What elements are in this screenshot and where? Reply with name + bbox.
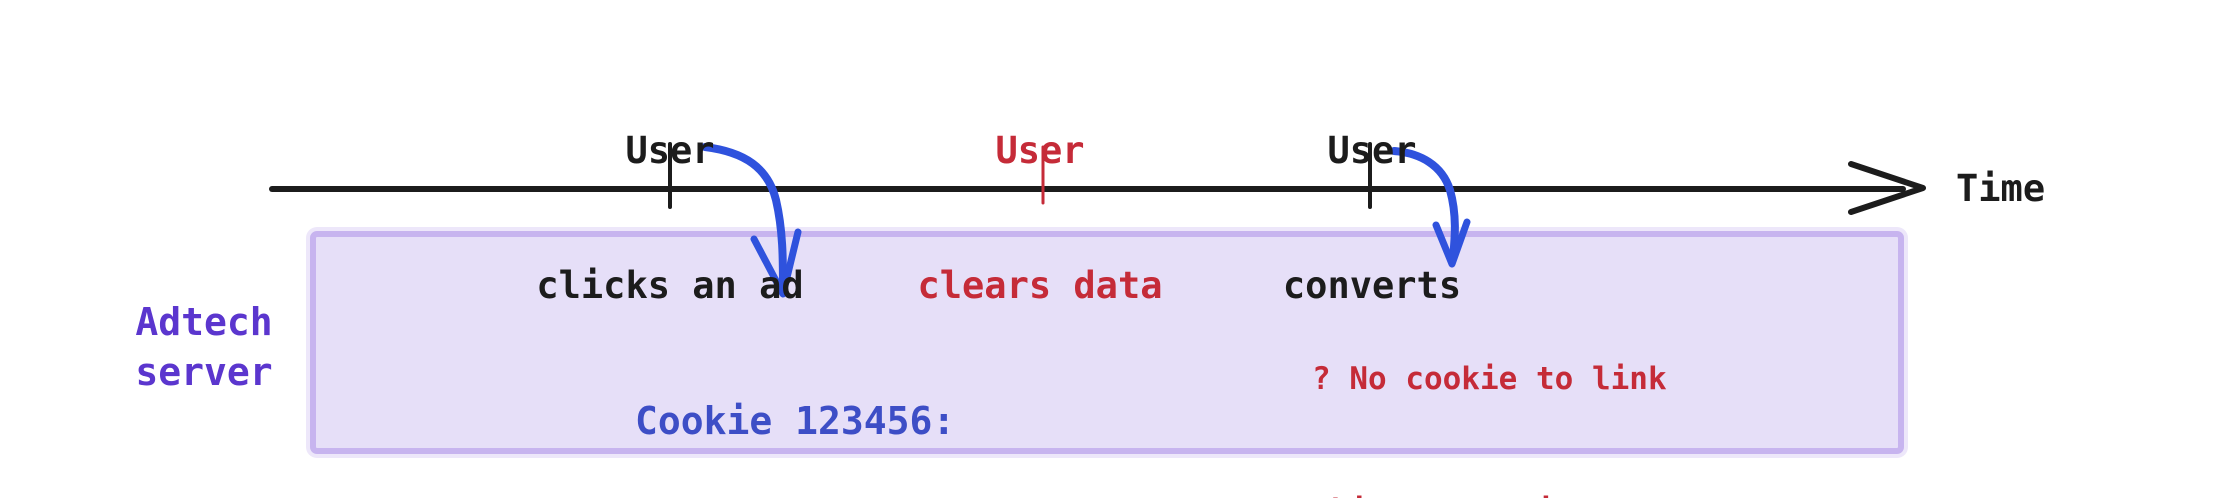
arrow-click-to-cookie-head-icon [750,228,802,298]
time-axis-arrowhead-icon [1848,161,1926,215]
arrow-click-to-cookie [701,143,787,292]
event-label-line: User [1327,129,1417,172]
adtech-server-label-line: Adtech [135,300,273,344]
no-conversion-note-line: ? No cookie to link [1312,361,1667,397]
adtech-server-box [310,231,1904,454]
event-label-line: clears data [917,264,1163,307]
time-axis-label: Time [1956,167,2046,210]
event-label-line: User [995,129,1085,172]
adtech-server-label: Adtech server [54,297,354,397]
arrow-convert-to-server-head-icon [1432,218,1471,268]
cookie-logged-note: Cookie 123456: Ad clicked [635,304,955,498]
arrow-convert-to-server [1390,147,1459,262]
cookie-logged-note-line: Cookie 123456: [635,399,956,443]
event-label-user-clears-data: User clears data [840,38,1240,398]
no-conversion-note-line: this conversion to [1312,489,1667,498]
no-conversion-note: ? No cookie to link this conversion to ⇒… [1312,269,1667,498]
event-label-user-clicks-ad: User clicks an ad [470,38,870,398]
event-label-user-converts: User converts [1172,38,1572,398]
event-label-line: clicks an ad [536,264,804,307]
adtech-server-label-line: server [135,350,273,394]
event-label-line: User [625,129,715,172]
event-label-line: converts [1282,264,1462,307]
